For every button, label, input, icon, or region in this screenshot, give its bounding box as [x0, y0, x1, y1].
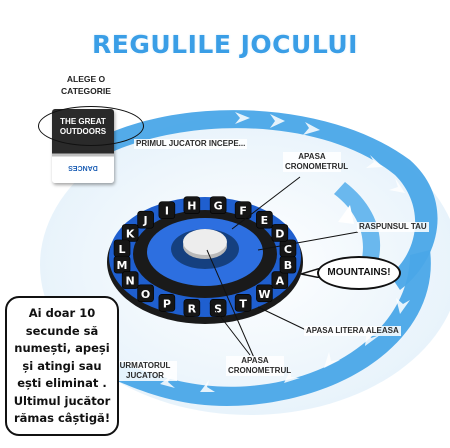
letter-key-label: S [214, 302, 222, 315]
swirl-lower [115, 250, 431, 406]
category-label: ALEGE O CATEGORIE [61, 74, 111, 96]
letter-key-label: F [239, 205, 247, 218]
bubble-tail [301, 268, 321, 278]
letter-key-label: O [141, 288, 150, 301]
letter-key-label: A [276, 275, 285, 288]
letter-key-f: F [234, 201, 252, 219]
letter-key-s: S [209, 299, 227, 317]
card-bottom-text: DANCES [68, 164, 98, 171]
letter-key-label: T [239, 297, 247, 310]
timer-button [183, 229, 227, 259]
letter-key-label: K [126, 227, 135, 240]
letter-key-label: N [126, 275, 135, 288]
letter-key-r: R [183, 299, 201, 317]
letter-key-label: G [214, 200, 223, 213]
letter-key-label: H [187, 200, 196, 213]
step-press-letter: APASA LITERA ALEASA [304, 326, 401, 336]
letter-key-k: K [121, 224, 139, 242]
leader-lines [206, 176, 359, 361]
letter-key-label: P [163, 297, 171, 310]
letter-key-d: D [271, 224, 289, 242]
arrow-to-answer [338, 205, 354, 224]
letter-key-j: J [137, 210, 154, 229]
swirl-inner [334, 182, 381, 262]
step-first-player: PRIMUL JUCATOR INCEPE... [134, 139, 248, 149]
letter-key-label: R [188, 302, 197, 315]
letter-key-label: E [261, 214, 269, 227]
letter-key-o: O [137, 284, 154, 303]
answer-bubble: MOUNTAINS! [317, 256, 401, 290]
letter-key-i: I [158, 201, 176, 219]
step-next-player: URMATORUL JUCATOR [113, 361, 177, 381]
category-highlight [38, 106, 144, 146]
letter-key-g: G [209, 196, 227, 214]
letter-key-w: W [256, 284, 273, 303]
step-press-timer-2: APASA CRONOMETRUL [226, 356, 292, 376]
letter-key-m: M [113, 255, 131, 274]
step-answer: RASPUNSUL TAU [357, 222, 429, 232]
letter-key-label: I [165, 205, 169, 218]
letter-key-p: P [158, 294, 176, 312]
rule-box: Ai doar 10 secunde să numești, apeși și … [5, 296, 119, 436]
letter-key-e: E [256, 210, 273, 229]
letter-key-c: C [279, 239, 297, 258]
letter-key-label: L [119, 243, 126, 256]
letter-key-label: B [284, 259, 292, 272]
step-press-timer-1: APASA CRONOMETRUL [283, 152, 349, 172]
flow-arrows [160, 112, 410, 392]
letter-key-label: W [258, 288, 270, 301]
letter-key-a: A [271, 271, 289, 289]
letter-key-n: N [121, 271, 139, 289]
letter-key-label: J [143, 214, 148, 227]
page-title: REGULILE JOCULUI [92, 30, 358, 59]
letter-key-label: D [275, 227, 284, 240]
letter-key-b: B [279, 255, 297, 274]
letter-key-h: H [183, 196, 201, 214]
letter-key-t: T [234, 294, 252, 312]
letter-key-l: L [113, 239, 131, 258]
game-device [107, 197, 303, 324]
letter-key-label: C [284, 243, 292, 256]
letter-key-label: M [117, 259, 128, 272]
